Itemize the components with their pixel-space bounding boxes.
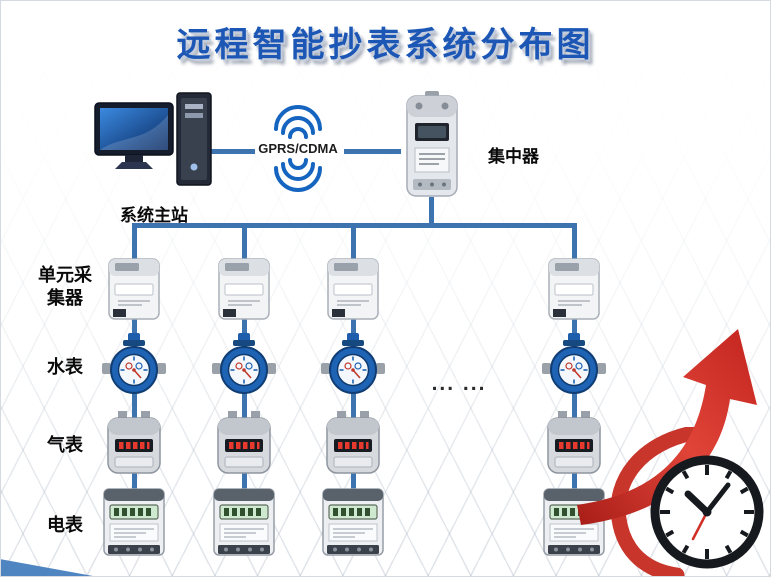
water-meter-icon [321, 333, 385, 397]
connector-concentrator-drop [429, 197, 434, 225]
concentrator-device-icon [401, 91, 463, 199]
collector-row-label-line2: 集器 [47, 288, 83, 308]
gas-meter-icon [325, 411, 381, 475]
concentrator-label: 集中器 [488, 147, 539, 166]
master-station-label: 系统主站 [120, 206, 188, 225]
collector-row-label-line1: 单元采 [38, 265, 92, 285]
gas-meter-icon [106, 411, 162, 475]
red-curved-arrow-icon [577, 329, 757, 525]
water-meter-row-label: 水表 [47, 357, 83, 377]
radio-signal-group: GPRS/CDMA [252, 96, 344, 200]
unit-collector-icon [546, 254, 602, 322]
signal-waves-up-icon [266, 103, 330, 139]
desktop-computer-icon [93, 91, 215, 199]
signal-waves-down-icon [266, 158, 330, 194]
unit-collector-icon [325, 254, 381, 322]
unit-collector-icon [216, 254, 272, 322]
connector-computer-to-signal [211, 149, 255, 154]
collector-row-label: 单元采 集器 [29, 264, 101, 310]
electric-meter-icon [102, 487, 166, 559]
water-meter-icon [212, 333, 276, 397]
wireless-label: GPRS/CDMA [258, 140, 338, 156]
electric-meter-icon [212, 487, 276, 559]
clock-icon [646, 451, 768, 573]
page-title: 远程智能抄表系统分布图 [176, 26, 595, 64]
electric-meter-row-label: 电表 [47, 515, 83, 535]
gas-meter-row-label: 气表 [47, 435, 83, 455]
arrow-swoosh-tail [610, 427, 701, 576]
water-meter-icon [102, 333, 166, 397]
unit-collector-icon [106, 254, 162, 322]
connector-signal-to-concentrator [344, 149, 401, 154]
electric-meter-icon [321, 487, 385, 559]
gas-meter-icon [216, 411, 272, 475]
ellipsis-more-branches: ... ... [431, 372, 487, 395]
